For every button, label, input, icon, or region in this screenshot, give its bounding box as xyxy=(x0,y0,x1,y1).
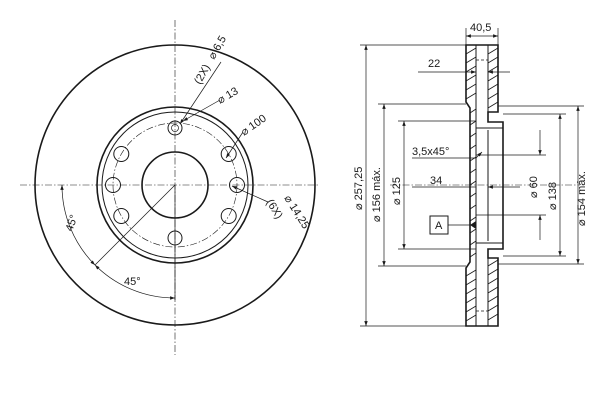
hatch-stroke xyxy=(487,277,499,285)
overall-thickness-label: 40,5 xyxy=(470,22,491,34)
hatch-stroke xyxy=(469,120,477,126)
hatch-stroke xyxy=(487,286,499,294)
hatch-stroke xyxy=(469,228,477,234)
hatch-stroke xyxy=(469,252,477,258)
hatch-stroke xyxy=(469,192,477,198)
pcd-hole-diameter: ⌀ 6,5 xyxy=(206,34,229,62)
hatch-stroke xyxy=(487,295,499,303)
leader-bolt-holes xyxy=(231,185,269,203)
hatch-stroke xyxy=(469,180,477,186)
hatch-stroke xyxy=(487,74,499,82)
hatch-stroke xyxy=(465,56,477,64)
diameter-138-label: ⌀ 138 xyxy=(547,182,559,210)
hub-offset-label: 34 xyxy=(430,175,442,187)
bolt-hole xyxy=(220,208,237,224)
hatch-stroke xyxy=(469,240,477,246)
hatch-stroke xyxy=(469,144,477,150)
hatch-stroke xyxy=(465,287,477,295)
hatch-stroke xyxy=(465,278,477,286)
leader-hole-6-5 xyxy=(179,61,222,125)
angle-upper-label: 45° xyxy=(64,213,81,233)
hatch-stroke xyxy=(465,296,477,304)
hatch-stroke xyxy=(465,314,477,322)
section-hatching xyxy=(465,47,499,322)
small-hole-top-inner xyxy=(171,124,179,132)
datum-label: A xyxy=(435,220,443,232)
hatch-stroke xyxy=(487,259,499,267)
small-hole-top xyxy=(167,120,183,136)
bolt-holes xyxy=(105,146,245,224)
angle-arc-upper xyxy=(60,184,96,266)
hatch-stroke xyxy=(465,83,477,91)
hat-depth-label: 22 xyxy=(428,58,440,70)
hatch-stroke xyxy=(465,74,477,82)
max-diameter-156-label: ⌀ 156 máx. xyxy=(371,167,383,222)
disc-section-outline xyxy=(465,44,504,327)
bolt-hole xyxy=(229,177,245,193)
hatch-stroke xyxy=(487,304,499,312)
bolt-circle-diameter: ⌀ 100 xyxy=(239,113,269,139)
angle-lower-label: 45° xyxy=(124,276,141,288)
bolt-hole-diameter: ⌀ 14,25 xyxy=(281,193,311,231)
datum-triangle xyxy=(470,221,476,229)
hatch-stroke xyxy=(487,101,499,109)
hatch-stroke xyxy=(465,47,477,55)
angle-arc-lower xyxy=(94,264,176,300)
hatch-stroke xyxy=(469,108,477,114)
hatch-stroke xyxy=(487,56,499,64)
front-view: (2X) ⌀ 6,5 ⌀ 13 ⌀ 100 (6X) ⌀ 14,25 45° 4… xyxy=(20,20,320,355)
small-hole-diameter: ⌀ 13 xyxy=(216,85,241,106)
disc-outer-edge xyxy=(34,44,316,326)
hatch-stroke xyxy=(465,269,477,277)
diameter-125-label: ⌀ 125 xyxy=(391,177,403,205)
bolt-hole-count: (6X) xyxy=(263,197,284,221)
max-diameter-154-label: ⌀ 154 máx. xyxy=(576,171,588,226)
chamfer-label: 3,5x45° xyxy=(412,146,449,158)
pcd-hole-count: (2X) xyxy=(192,63,213,87)
hatch-stroke xyxy=(469,204,477,210)
hatch-stroke xyxy=(487,47,499,55)
leader-hole-13 xyxy=(182,99,221,122)
bolt-hole xyxy=(113,146,130,162)
leader-bolt-circle xyxy=(225,131,244,159)
angle-ray-1 xyxy=(94,184,176,266)
center-bore-label: ⌀ 60 xyxy=(528,176,540,198)
hatch-stroke xyxy=(487,65,499,73)
hatch-stroke xyxy=(465,92,477,100)
hatch-stroke xyxy=(465,65,477,73)
hatch-stroke xyxy=(469,168,477,174)
hatch-stroke xyxy=(469,216,477,222)
hatch-stroke xyxy=(469,156,477,162)
bolt-hole xyxy=(113,208,130,224)
bolt-hole xyxy=(105,177,121,193)
hatch-stroke xyxy=(469,132,477,138)
hatch-stroke xyxy=(487,92,499,100)
bolt-hole xyxy=(220,146,237,162)
dim-chamfer-leader xyxy=(475,151,483,159)
section-view: 40,5 22 3,5x45° 34 A ⌀ 257,25 ⌀ 156 máx. xyxy=(353,22,588,327)
hatch-stroke xyxy=(487,268,499,276)
hatch-stroke xyxy=(487,313,499,321)
outer-diameter-label: ⌀ 257,25 xyxy=(353,167,365,210)
hatch-stroke xyxy=(465,305,477,313)
hatch-stroke xyxy=(487,83,499,91)
